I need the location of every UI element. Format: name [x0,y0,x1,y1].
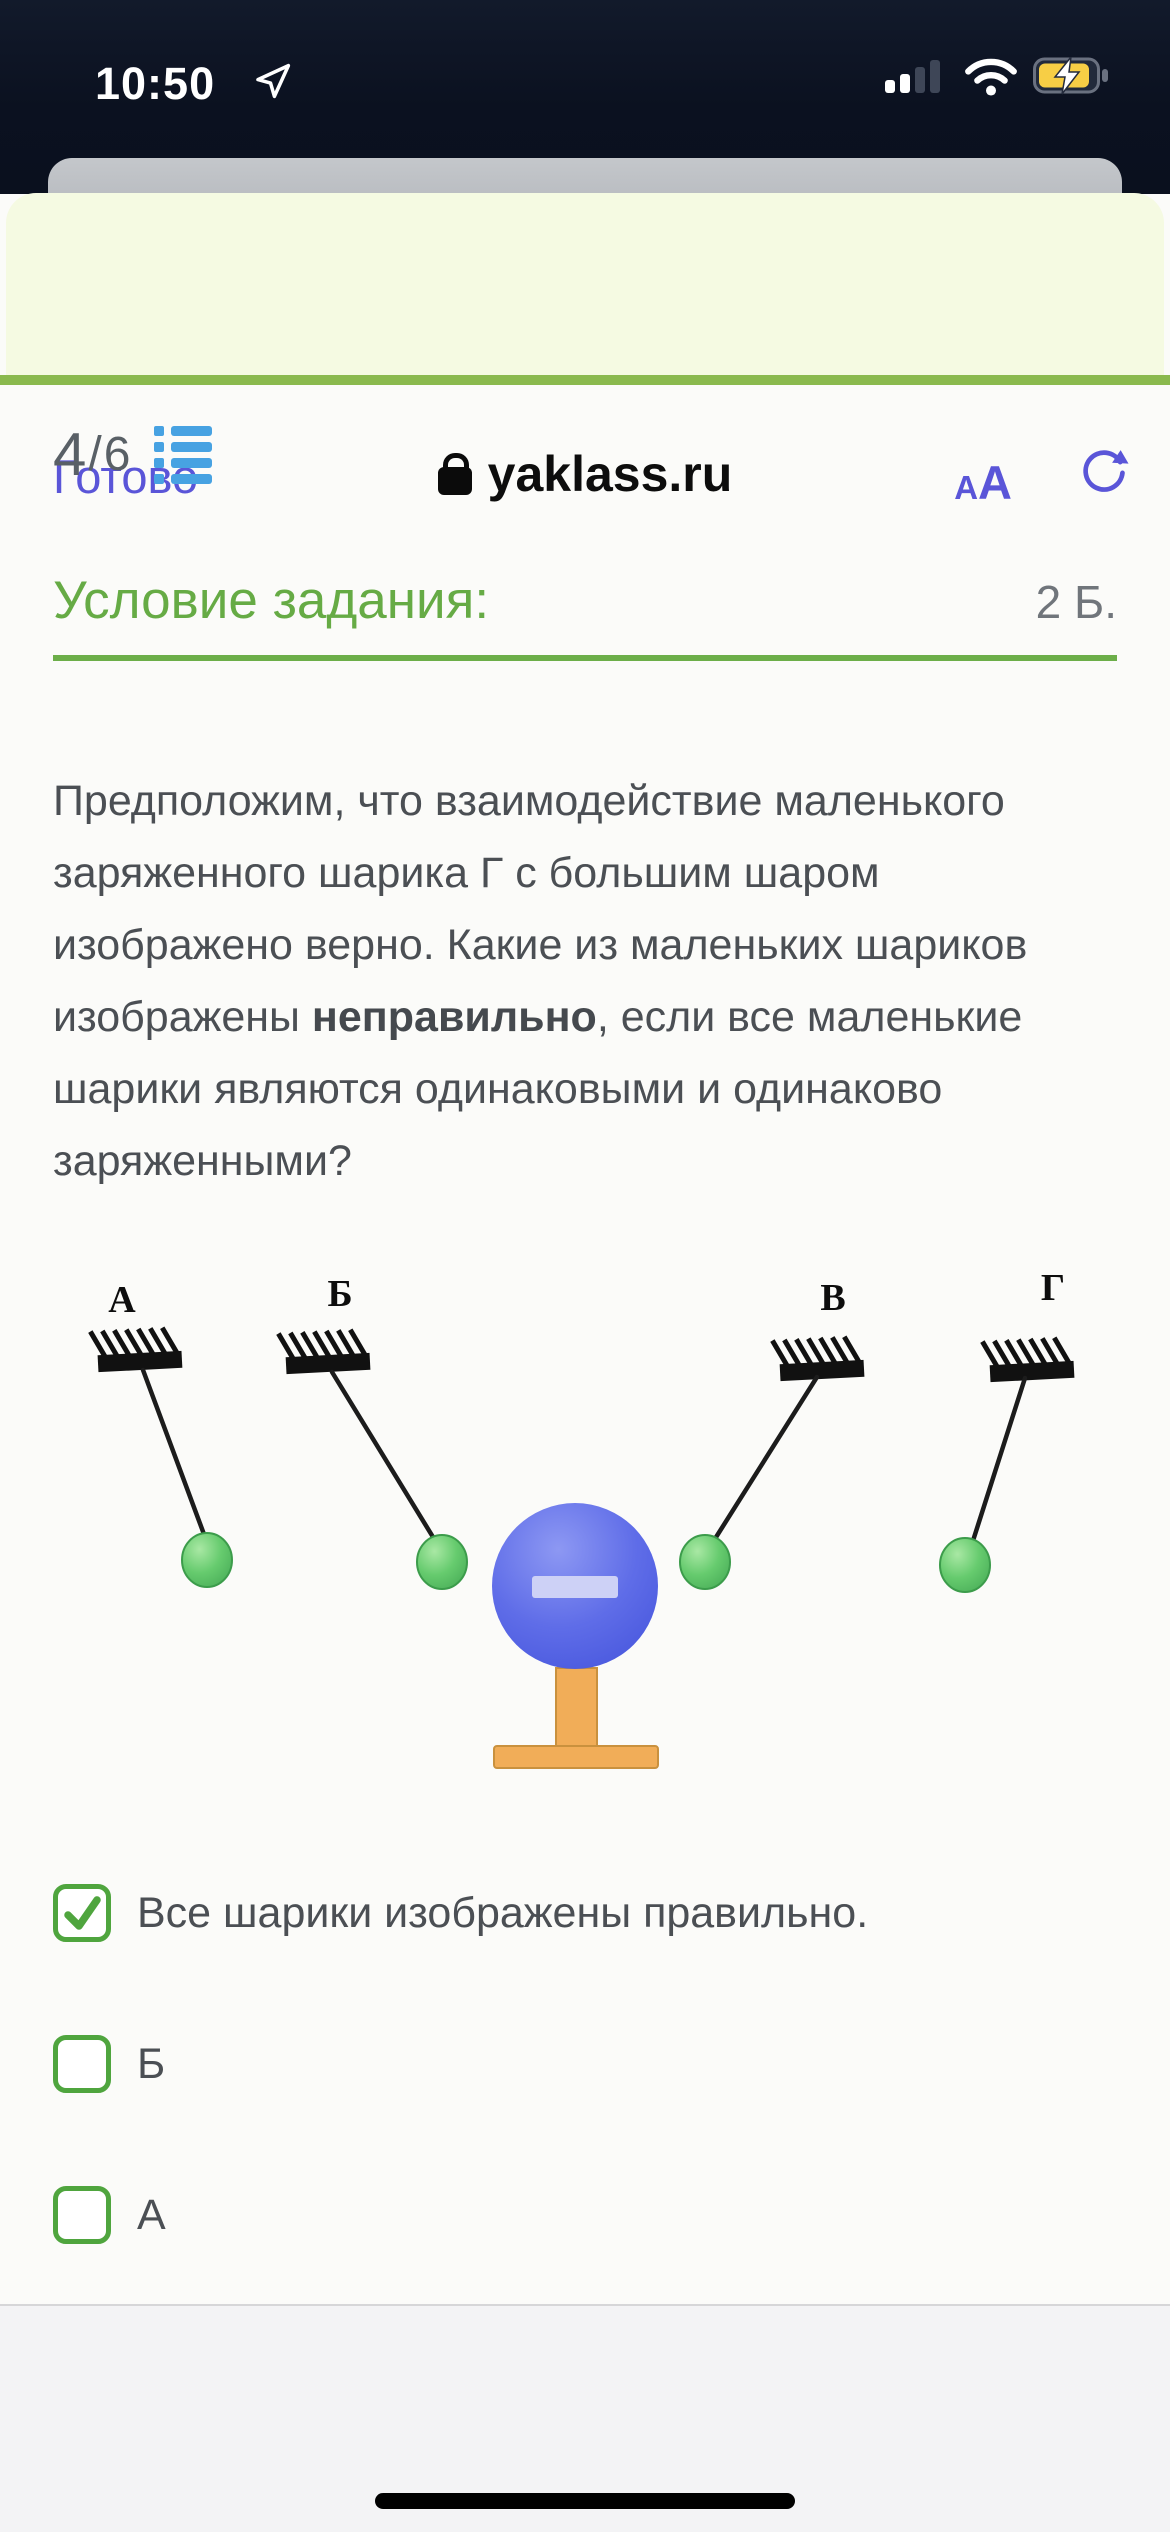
safari-top-bar: Готово yaklass.ru АА [6,193,1164,509]
option-label[interactable]: Б [137,2039,166,2088]
ceiling-mount-v [770,1335,865,1382]
string-a [140,1367,208,1540]
option-b[interactable]: Б [53,2035,868,2093]
status-icons [885,56,1113,96]
stand-stem [555,1667,598,1751]
stand-base [493,1745,659,1769]
question-text: Предположим, что взаимодействие маленько… [53,777,1028,1185]
location-arrow-icon [256,63,291,99]
home-indicator[interactable] [375,2493,795,2509]
string-g [968,1375,1028,1550]
option-label[interactable]: Все шарики изображены правильно. [137,1888,869,1937]
negative-charge-sign [532,1576,618,1598]
answer-options: Все шарики изображены правильно. Б А [53,1884,868,2244]
ceiling-mount-b [276,1328,371,1375]
ceiling-mount-g [980,1336,1075,1383]
lock-icon [437,453,472,495]
pendulums-diagram: А Б В Г [88,1267,1075,1769]
text-size-button[interactable]: АА [954,456,1012,509]
string-v [710,1374,820,1545]
ball-a [181,1532,233,1588]
ball-g [939,1537,991,1593]
pendulum-label-a: А [108,1279,136,1321]
task-progress: 4 / 6 [53,421,131,488]
checkbox-a[interactable] [53,2186,111,2244]
pendulum-label-b: Б [327,1273,352,1315]
ball-b [416,1534,468,1590]
task-points: 2 Б. [1035,576,1117,628]
address-bar[interactable]: yaklass.ru [6,445,1164,503]
ball-v [679,1534,731,1590]
reload-button[interactable] [1077,445,1131,499]
pendulum-label-v: В [820,1277,845,1319]
checkbox-b[interactable] [53,2035,111,2093]
string-b [329,1369,439,1545]
battery-charging-icon [1033,57,1108,95]
check-icon [64,1896,101,1930]
task-heading: Условие задания: [53,571,490,630]
pendulum-label-g: Г [1041,1267,1065,1309]
heading-underline [53,655,1117,661]
signal-icon [885,60,940,93]
wifi-icon [965,58,1017,96]
site-host[interactable]: yaklass.ru [487,446,733,502]
option-all-correct[interactable]: Все шарики изображены правильно. [53,1884,868,1942]
checkbox-all-correct[interactable] [53,1884,111,1942]
option-label[interactable]: А [137,2190,166,2239]
question-bold-word: неправильно [311,993,597,1041]
task-list-icon[interactable] [154,425,213,484]
option-a[interactable]: А [53,2186,868,2244]
ceiling-mount-a [88,1326,183,1373]
toolbar-separator [0,375,1170,385]
status-time: 10:50 [95,58,216,109]
